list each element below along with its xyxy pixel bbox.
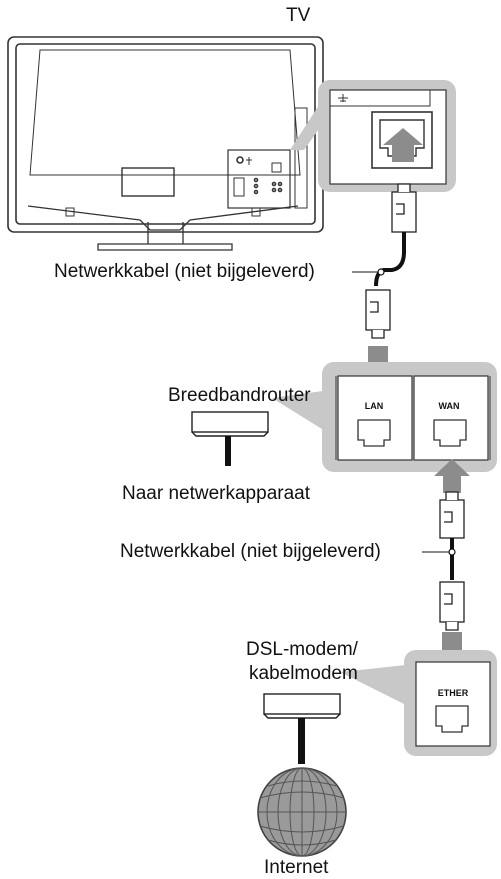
- to-network-device-label: Naar netwerkapparaat: [122, 483, 310, 504]
- tv-port-callout: [290, 80, 456, 192]
- router-label: Breedbandrouter: [168, 385, 311, 406]
- arrow-out-of-wan-port: [434, 459, 470, 493]
- tv-label: TV: [286, 5, 311, 26]
- cable-2-connector-top: [439, 491, 465, 539]
- modem-label-line1: DSL-modem/: [246, 639, 358, 660]
- cable-1-connector-bottom: [365, 289, 391, 339]
- cable-2-label: Netwerkkabel (niet bijgeleverd): [120, 541, 381, 562]
- arrow-into-tv-port: [383, 128, 423, 162]
- wan-port-label: WAN: [439, 401, 460, 411]
- internet-label: Internet: [264, 857, 329, 878]
- ether-port-label: ETHER: [438, 688, 469, 698]
- cable-1-label: Netwerkkabel (niet bijgeleverd): [54, 261, 315, 282]
- modem-device: [263, 693, 341, 764]
- cable-1-wire: [374, 232, 406, 287]
- cable-1-connector-top: [391, 183, 417, 233]
- modem-port-callout: ETHER: [340, 650, 497, 756]
- cable-2-connector-bottom: [439, 581, 465, 631]
- internet-globe-icon: [257, 767, 347, 857]
- lan-port-label: LAN: [365, 401, 384, 411]
- modem-label-line2: kabelmodem: [249, 663, 358, 684]
- router-port-callout: LAN WAN: [272, 362, 497, 472]
- router-device: [191, 411, 269, 466]
- tv-rear-view: [7, 36, 324, 251]
